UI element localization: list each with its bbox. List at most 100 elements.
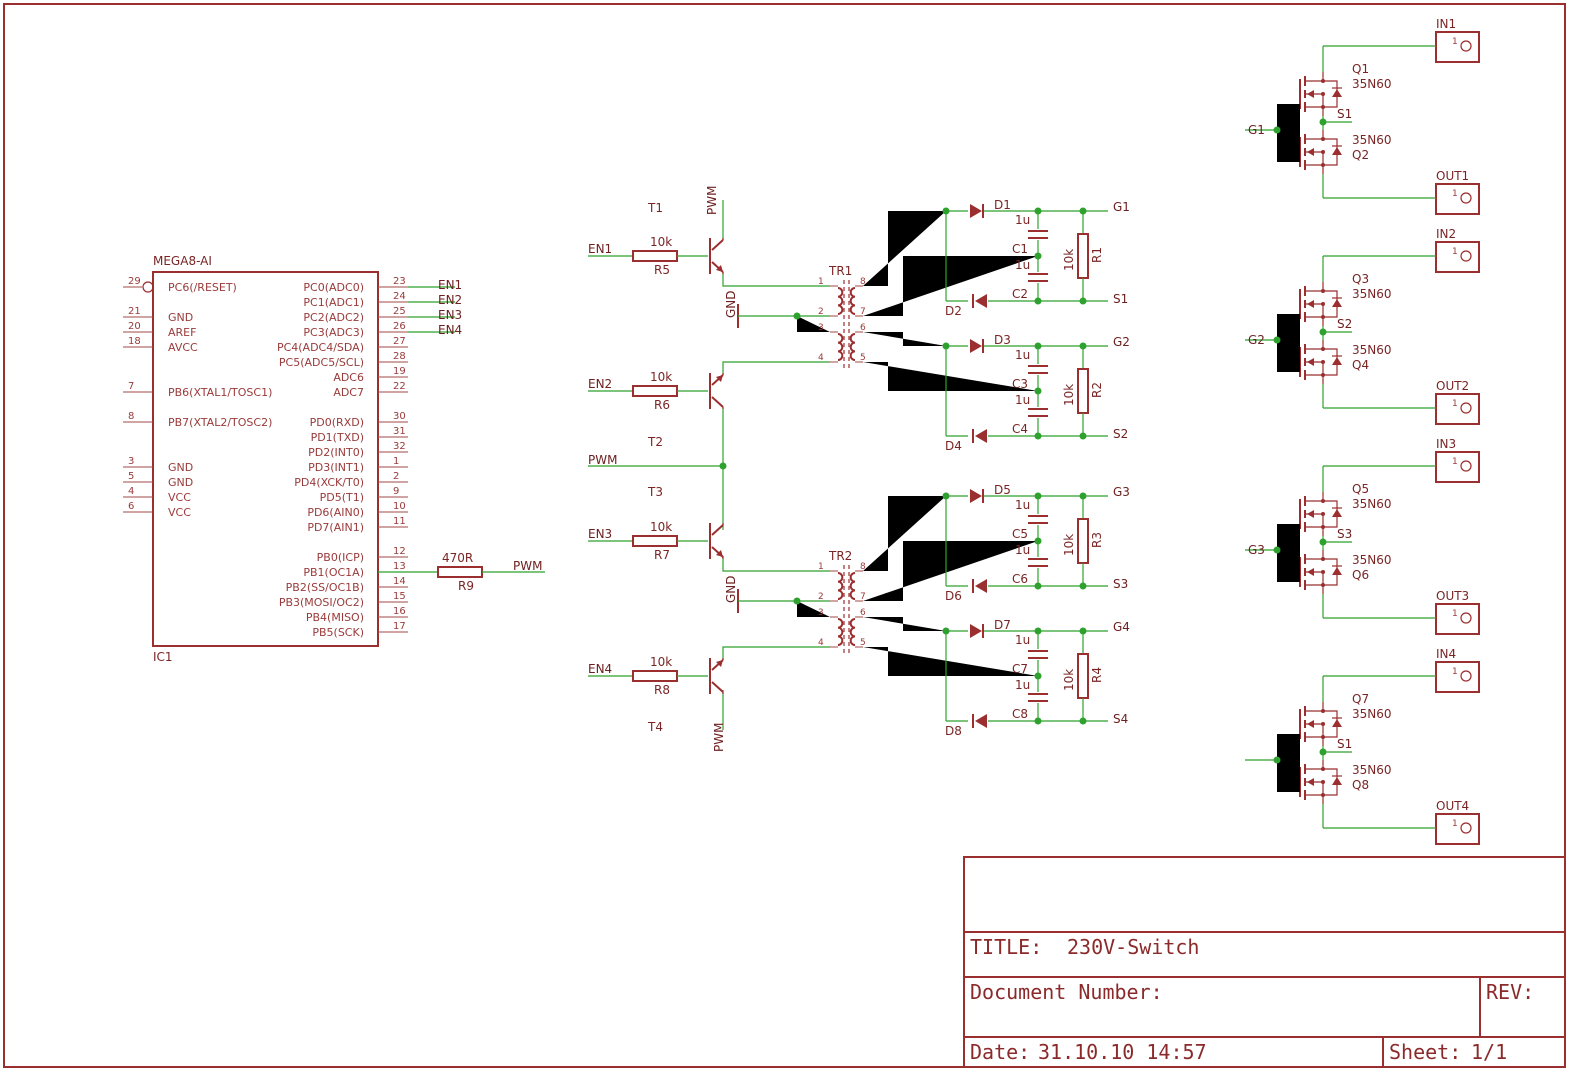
r9-name: R9 <box>458 579 474 593</box>
junction <box>1273 336 1281 344</box>
mosfet-body-diode <box>1332 357 1342 365</box>
connector-in4 <box>1435 661 1480 693</box>
diode-name: D5 <box>994 483 1011 497</box>
junction <box>1273 546 1281 554</box>
transformer-pin-number: 2 <box>818 307 824 317</box>
mosfet-q3 <box>1299 282 1342 326</box>
connector-pin-out4 <box>1460 822 1472 834</box>
transformer-pin-number: 3 <box>818 608 824 618</box>
connector-pin-number: 1 <box>1452 457 1458 467</box>
diode-name: D7 <box>994 618 1011 632</box>
mosfet-name: Q8 <box>1352 778 1369 792</box>
mcu-pin-number: 3 <box>128 456 134 467</box>
mcu-pin-number: 15 <box>393 591 406 602</box>
mosfet-arrow <box>1307 720 1314 728</box>
mosfet-node <box>1321 557 1325 561</box>
connector-label-out: OUT3 <box>1436 589 1469 603</box>
wire <box>863 362 1038 391</box>
net-label-en2: EN2 <box>588 377 612 391</box>
mcu-pin-name: PB4(MISO) <box>306 611 364 624</box>
mosfet-drain <box>1305 550 1324 560</box>
resistor-r7 <box>632 535 678 547</box>
transformer-pin-number: 2 <box>818 592 824 602</box>
junction <box>1273 756 1281 764</box>
mosfet-node <box>1321 347 1325 351</box>
mcu-pin-number: 2 <box>393 471 399 482</box>
capacitor-value: 1u <box>1015 348 1030 362</box>
junction <box>1034 492 1042 500</box>
net-label-gate: G4 <box>1113 620 1130 634</box>
junction <box>1273 126 1281 134</box>
diode-name: D6 <box>945 589 962 603</box>
junction <box>1079 297 1087 305</box>
mosfet-body-diode <box>1332 509 1342 517</box>
mcu-pin-number: 6 <box>128 501 134 512</box>
transistor-emitter <box>711 396 724 408</box>
diode-d7 <box>970 624 982 638</box>
date-label: Date: <box>970 1040 1030 1064</box>
resistor-r3 <box>1077 518 1089 564</box>
document-number-label: Document Number: <box>970 980 1163 1004</box>
net-label-gate: G1 <box>1113 200 1130 214</box>
mosfet-node <box>1321 767 1325 771</box>
mcu-pin-name: PB6(XTAL1/TOSC1) <box>168 386 272 399</box>
wire <box>797 316 830 332</box>
capacitor-name: C3 <box>1012 377 1028 391</box>
mcu-pin-number: 28 <box>393 351 406 362</box>
resistor-name: R8 <box>654 683 670 697</box>
r9-value: 470R <box>442 551 473 565</box>
title-value: 230V-Switch <box>1067 935 1199 959</box>
connector-label-out: OUT4 <box>1436 799 1469 813</box>
transformer-pin-number: 8 <box>860 277 866 287</box>
net-label-en3: EN3 <box>588 527 612 541</box>
mosfet-arrow <box>1307 148 1314 156</box>
emitter-arrow <box>716 265 723 272</box>
connector-pin-out1 <box>1460 192 1472 204</box>
capacitor-name: C6 <box>1012 572 1028 586</box>
wire <box>863 496 946 571</box>
junction <box>1034 537 1042 545</box>
mosfet-node <box>1321 150 1325 154</box>
mosfet-part: 35N60 <box>1352 553 1392 567</box>
transformer-pin-number: 5 <box>860 638 866 648</box>
mosfet-node <box>1321 583 1325 587</box>
mcu-pin-number: 32 <box>393 441 406 452</box>
resistor-r1 <box>1077 233 1089 279</box>
transformer-pin-number: 6 <box>860 608 866 618</box>
resistor-name: R2 <box>1090 382 1104 398</box>
junction <box>719 462 727 470</box>
wire <box>863 647 1038 676</box>
resistor-value: 10k <box>1062 669 1076 691</box>
mcu-pin-name: PB5(SCK) <box>312 626 364 639</box>
capacitor-name: C2 <box>1012 287 1028 301</box>
net-label-en3: EN3 <box>438 308 462 322</box>
mosfet-body-diode <box>1332 89 1342 97</box>
mosfet-part: 35N60 <box>1352 287 1392 301</box>
junction <box>793 597 801 605</box>
connector-label-out: OUT2 <box>1436 379 1469 393</box>
mosfet-source <box>1305 374 1324 384</box>
wire <box>797 601 830 617</box>
resistor-value: 10k <box>650 520 672 534</box>
net-label-gate: G2 <box>1113 335 1130 349</box>
mosfet-node <box>1321 373 1325 377</box>
diode-d8 <box>975 714 987 728</box>
mcu-pin-name: PD4(XCK/T0) <box>294 476 364 489</box>
inverted-pin-bubble <box>142 281 154 293</box>
mosfet-part: 35N60 <box>1352 343 1392 357</box>
resistor-r6 <box>632 385 678 397</box>
capacitor-value: 1u <box>1015 498 1030 512</box>
mosfet-source <box>1305 736 1324 746</box>
net-label-en2: EN2 <box>438 293 462 307</box>
mcu-pin-name: PC0(ADC0) <box>303 281 364 294</box>
title-block-frame <box>963 856 1566 1068</box>
diode-name: D4 <box>945 439 962 453</box>
mcu-pin-number: 26 <box>393 321 406 332</box>
mosfet-q4 <box>1299 340 1342 384</box>
